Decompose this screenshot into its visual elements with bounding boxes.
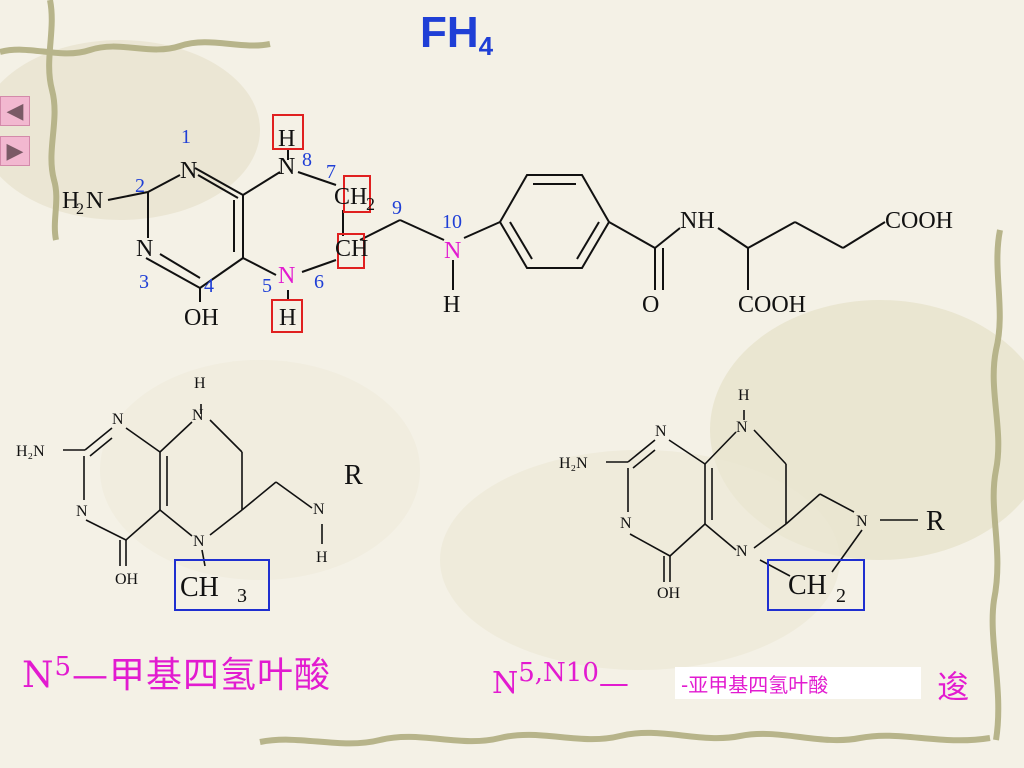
fh4-labels: N N N H N H N H CH 2 CH H 2 N OH NH O CO… (62, 126, 953, 331)
svg-text:N: N (193, 533, 205, 550)
svg-text:H₂N: H₂N (16, 443, 45, 460)
svg-text:CH: CH (334, 184, 367, 210)
svg-text:H: H (738, 387, 750, 404)
methylene-highlight-box (767, 559, 865, 611)
svg-text:H: H (316, 549, 328, 566)
svg-text:R: R (344, 460, 363, 491)
svg-text:N: N (736, 419, 748, 436)
svg-text:7: 7 (326, 161, 336, 183)
svg-text:3: 3 (237, 585, 247, 607)
svg-text:N: N (278, 154, 295, 180)
methylene-labels: H₂N N N N H N N R OH CH 2 (559, 387, 945, 607)
svg-text:2: 2 (135, 175, 145, 197)
svg-text:6: 6 (314, 271, 324, 293)
svg-text:N: N (444, 238, 461, 264)
methyl-highlight-box (174, 559, 270, 611)
methyl-structure (63, 404, 323, 567)
svg-text:N: N (655, 423, 667, 440)
n5-methyl-caption: N5—甲基四氢叶酸 (22, 652, 332, 696)
fh4-atom-numbers: 1 2 3 4 5 6 7 8 9 10 (135, 126, 462, 297)
svg-text:5: 5 (262, 275, 272, 297)
svg-text:COOH: COOH (885, 208, 953, 234)
next-slide-button[interactable]: ▶ (0, 136, 30, 166)
methylene-name-textbox: -亚甲基四氢叶酸 (675, 667, 921, 699)
svg-text:N: N (278, 263, 295, 289)
svg-text:2: 2 (366, 194, 375, 214)
svg-text:2: 2 (76, 201, 84, 218)
svg-text:9: 9 (392, 197, 402, 219)
methylene-structure (606, 410, 918, 582)
svg-text:1: 1 (181, 126, 191, 148)
svg-text:3: 3 (139, 271, 149, 293)
svg-text:N: N (313, 501, 325, 518)
svg-text:N: N (180, 158, 197, 184)
svg-text:N: N (136, 236, 153, 262)
svg-text:10: 10 (442, 211, 462, 233)
page-title: FH4 (420, 8, 494, 61)
svg-text:2: 2 (836, 585, 846, 607)
svg-text:H: H (279, 305, 296, 331)
svg-text:N: N (736, 543, 748, 560)
fh4-highlight-boxes (271, 114, 371, 333)
svg-text:NH: NH (680, 208, 715, 234)
svg-text:CH: CH (335, 236, 368, 262)
triangle-right-icon: ▶ (6, 138, 24, 164)
svg-text:N: N (86, 188, 103, 214)
svg-text:O: O (642, 292, 659, 318)
svg-text:OH: OH (657, 585, 681, 602)
caption-trailing-char: 逡 (937, 668, 970, 706)
prev-slide-button[interactable]: ◀ (0, 96, 30, 126)
svg-text:H: H (62, 188, 79, 214)
svg-text:N: N (112, 411, 124, 428)
svg-text:N: N (620, 515, 632, 532)
svg-text:N: N (76, 503, 88, 520)
fh4-structure (107, 150, 886, 302)
svg-text:N: N (192, 407, 204, 424)
svg-text:8: 8 (302, 149, 312, 171)
triangle-left-icon: ◀ (6, 98, 24, 124)
svg-text:H: H (278, 126, 295, 152)
svg-text:H: H (443, 292, 460, 318)
svg-text:CH: CH (180, 572, 219, 603)
svg-text:N: N (856, 513, 868, 530)
svg-text:OH: OH (184, 305, 219, 331)
svg-text:COOH: COOH (738, 292, 806, 318)
svg-text:4: 4 (204, 275, 214, 297)
svg-text:R: R (926, 506, 945, 537)
n5-n10-methylene-caption: N5,N10— (492, 658, 629, 701)
methyl-labels: H₂N N N N H N N H R OH CH 3 (16, 375, 363, 607)
svg-text:CH: CH (788, 570, 827, 601)
svg-text:H₂N: H₂N (559, 455, 588, 472)
svg-text:OH: OH (115, 571, 139, 588)
svg-text:H: H (194, 375, 206, 392)
